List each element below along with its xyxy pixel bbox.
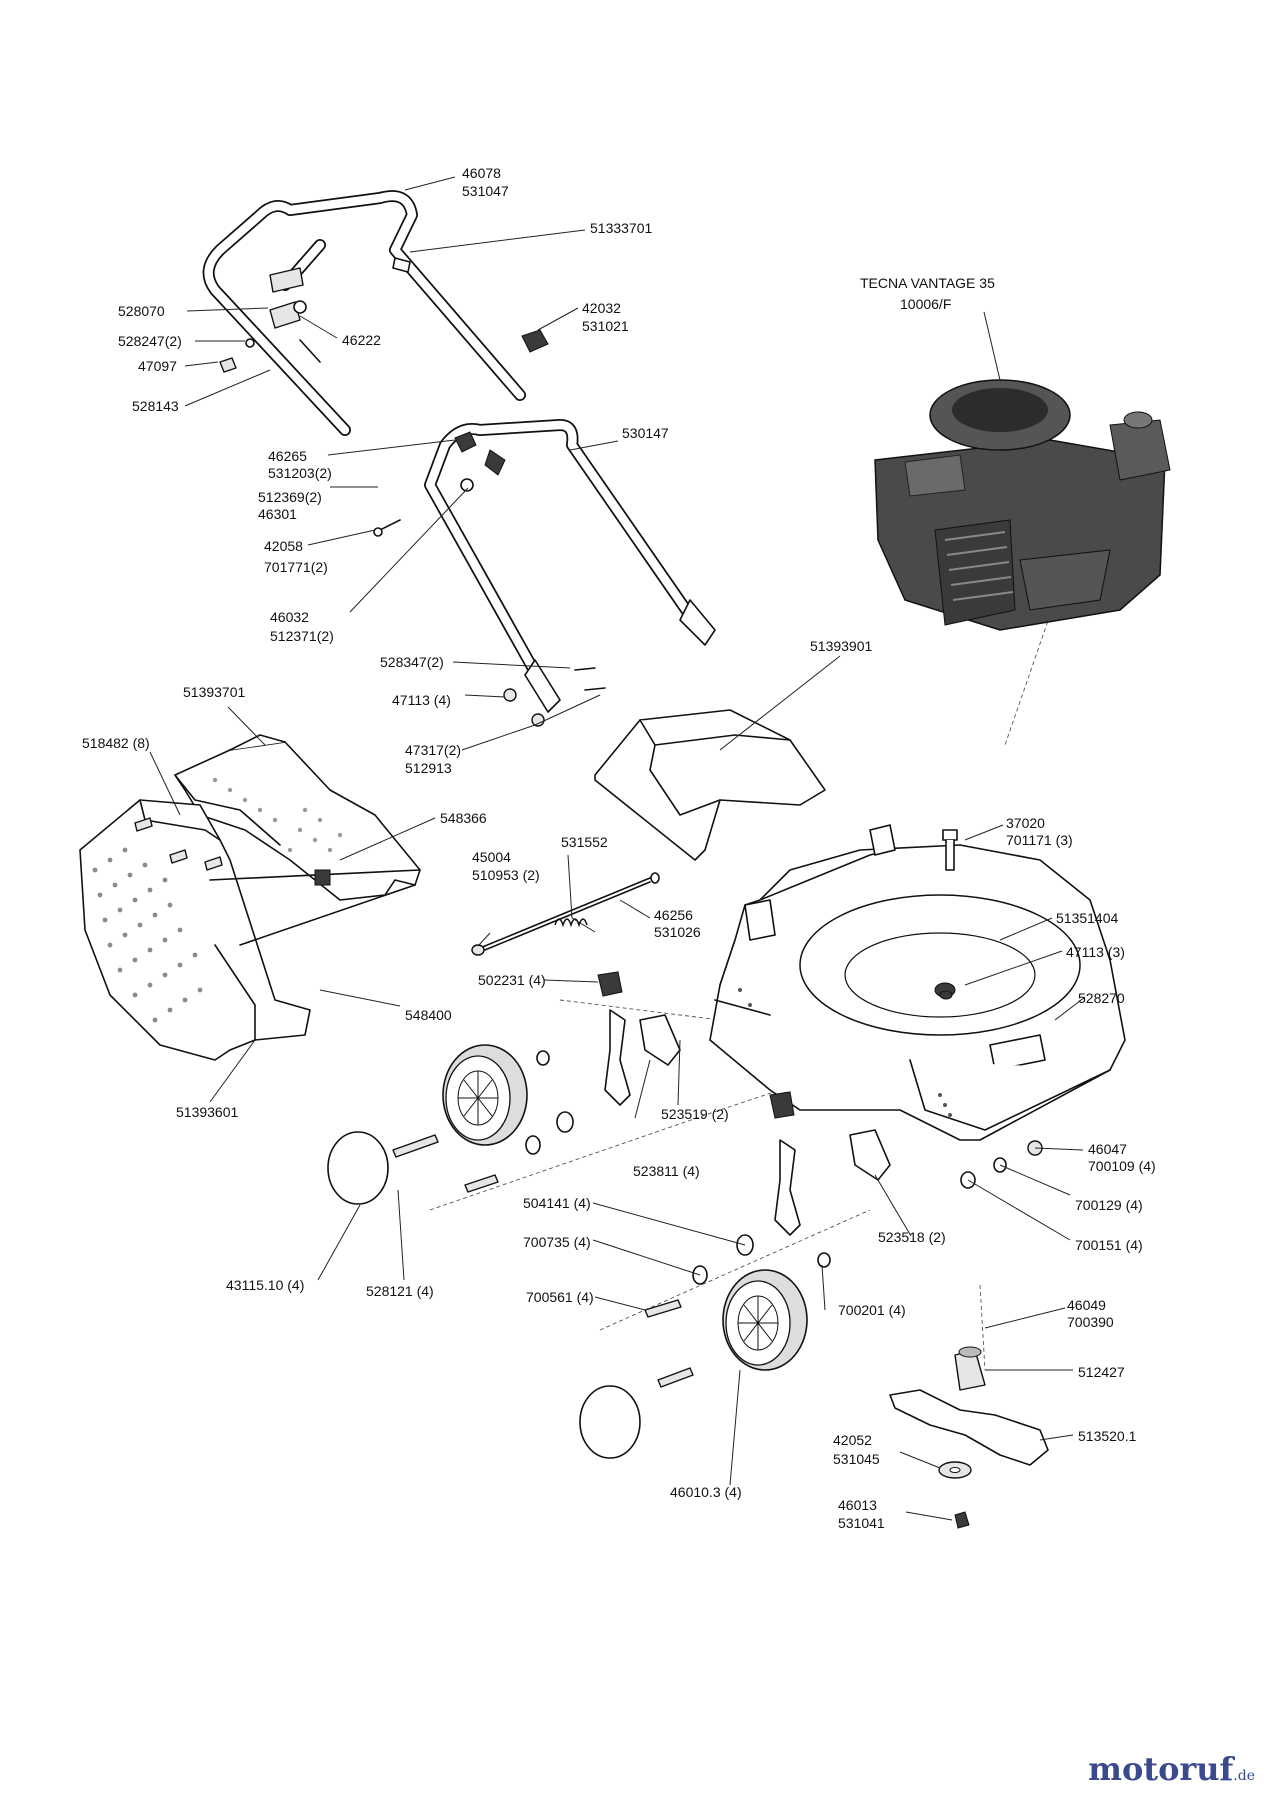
watermark-text: motoruf [1088, 1750, 1234, 1788]
label-42052: 42052 [833, 1432, 872, 1448]
label-47097: 47097 [138, 358, 177, 374]
wheel-bolts [392, 1134, 694, 1388]
label-512913: 512913 [405, 760, 452, 776]
discharge-deflector [594, 709, 826, 861]
label-523518-2: 523518 (2) [878, 1229, 946, 1245]
label-46078: 46078 [462, 165, 501, 181]
label-37020: 37020 [1006, 815, 1045, 831]
label-530147: 530147 [622, 425, 669, 441]
label-528247-2: 528247(2) [118, 333, 182, 349]
leader-lines [149, 176, 1086, 1521]
label-51393901: 51393901 [810, 638, 873, 654]
label-531552: 531552 [561, 834, 608, 850]
label-512371-2: 512371(2) [270, 628, 334, 644]
label-700109-4: 700109 (4) [1088, 1158, 1156, 1174]
mower-deck [709, 824, 1126, 1141]
label-528143: 528143 [132, 398, 179, 414]
engine-model-label: TECNA VANTAGE 35 [860, 275, 995, 291]
label-700390: 700390 [1067, 1314, 1114, 1330]
label-701171-3: 701171 (3) [1006, 832, 1073, 848]
label-46256: 46256 [654, 907, 693, 923]
label-51333701: 51333701 [590, 220, 653, 236]
part-labels: 46078 531047 51333701 528070 528247(2) 4… [82, 165, 1156, 1531]
label-42058: 42058 [264, 538, 303, 554]
grass-bag-body [79, 799, 421, 1061]
label-531021: 531021 [582, 318, 629, 334]
label-510953-2: 510953 (2) [472, 867, 540, 883]
height-adjusters [597, 971, 891, 1236]
label-51393601: 51393601 [176, 1104, 239, 1120]
deck-bolt [939, 829, 958, 1000]
label-46265: 46265 [268, 448, 307, 464]
cutting-blade [889, 1389, 1049, 1466]
engine-assembly [874, 379, 1171, 631]
front-wheel [722, 1269, 808, 1371]
label-513520-1: 513520.1 [1078, 1428, 1137, 1444]
label-700129-4: 700129 (4) [1075, 1197, 1143, 1213]
hubcaps [327, 1131, 641, 1459]
blade-adapter [954, 1346, 986, 1391]
label-700201-4: 700201 (4) [838, 1302, 906, 1318]
label-548400: 548400 [405, 1007, 452, 1023]
label-47113-3: 47113 (3) [1066, 944, 1125, 960]
blade-washer-bolt [938, 1461, 972, 1529]
label-42032: 42032 [582, 300, 621, 316]
label-523519-2: 523519 (2) [661, 1106, 729, 1122]
label-46047: 46047 [1088, 1141, 1127, 1157]
label-700151-4: 700151 (4) [1075, 1237, 1143, 1253]
label-701771-2: 701771(2) [264, 559, 328, 575]
handle-knob [521, 329, 549, 353]
grass-bag-frame [174, 734, 421, 901]
label-43115-10-4: 43115.10 (4) [226, 1277, 304, 1293]
label-531047: 531047 [462, 183, 509, 199]
label-46301: 46301 [258, 506, 297, 522]
label-46032: 46032 [270, 609, 309, 625]
label-531203-2: 531203(2) [268, 465, 332, 481]
label-502231-4: 502231 (4) [478, 972, 546, 988]
label-700735-4: 700735 (4) [523, 1234, 591, 1250]
label-46010-3-4: 46010.3 (4) [670, 1484, 742, 1500]
label-523811-4: 523811 (4) [633, 1163, 700, 1179]
label-46222: 46222 [342, 332, 381, 348]
label-45004: 45004 [472, 849, 511, 865]
label-531041: 531041 [838, 1515, 885, 1531]
label-528070: 528070 [118, 303, 165, 319]
label-700561-4: 700561 (4) [526, 1289, 594, 1305]
label-46049: 46049 [1067, 1297, 1106, 1313]
label-512427: 512427 [1078, 1364, 1125, 1380]
label-528270: 528270 [1078, 990, 1125, 1006]
label-528347-2: 528347(2) [380, 654, 444, 670]
label-531045: 531045 [833, 1451, 880, 1467]
lower-handle [373, 419, 716, 727]
engine-code-label: 10006/F [900, 296, 951, 312]
label-531026: 531026 [654, 924, 701, 940]
label-47317-2: 47317(2) [405, 742, 461, 758]
label-504141-4: 504141 (4) [523, 1195, 591, 1211]
motoruf-watermark: motoruf.de [1088, 1750, 1255, 1788]
label-51393701: 51393701 [183, 684, 246, 700]
rear-flap-rod [471, 872, 660, 956]
label-46013: 46013 [838, 1497, 877, 1513]
watermark-suffix: .de [1233, 1768, 1255, 1784]
upper-handle [202, 190, 526, 436]
label-47113-4: 47113 (4) [392, 692, 451, 708]
rear-wheel [442, 1044, 528, 1146]
label-528121-4: 528121 (4) [366, 1283, 434, 1299]
label-548366: 548366 [440, 810, 487, 826]
label-512369-2: 512369(2) [258, 489, 322, 505]
label-518482-8: 518482 (8) [82, 735, 150, 751]
label-51351404: 51351404 [1056, 910, 1119, 926]
